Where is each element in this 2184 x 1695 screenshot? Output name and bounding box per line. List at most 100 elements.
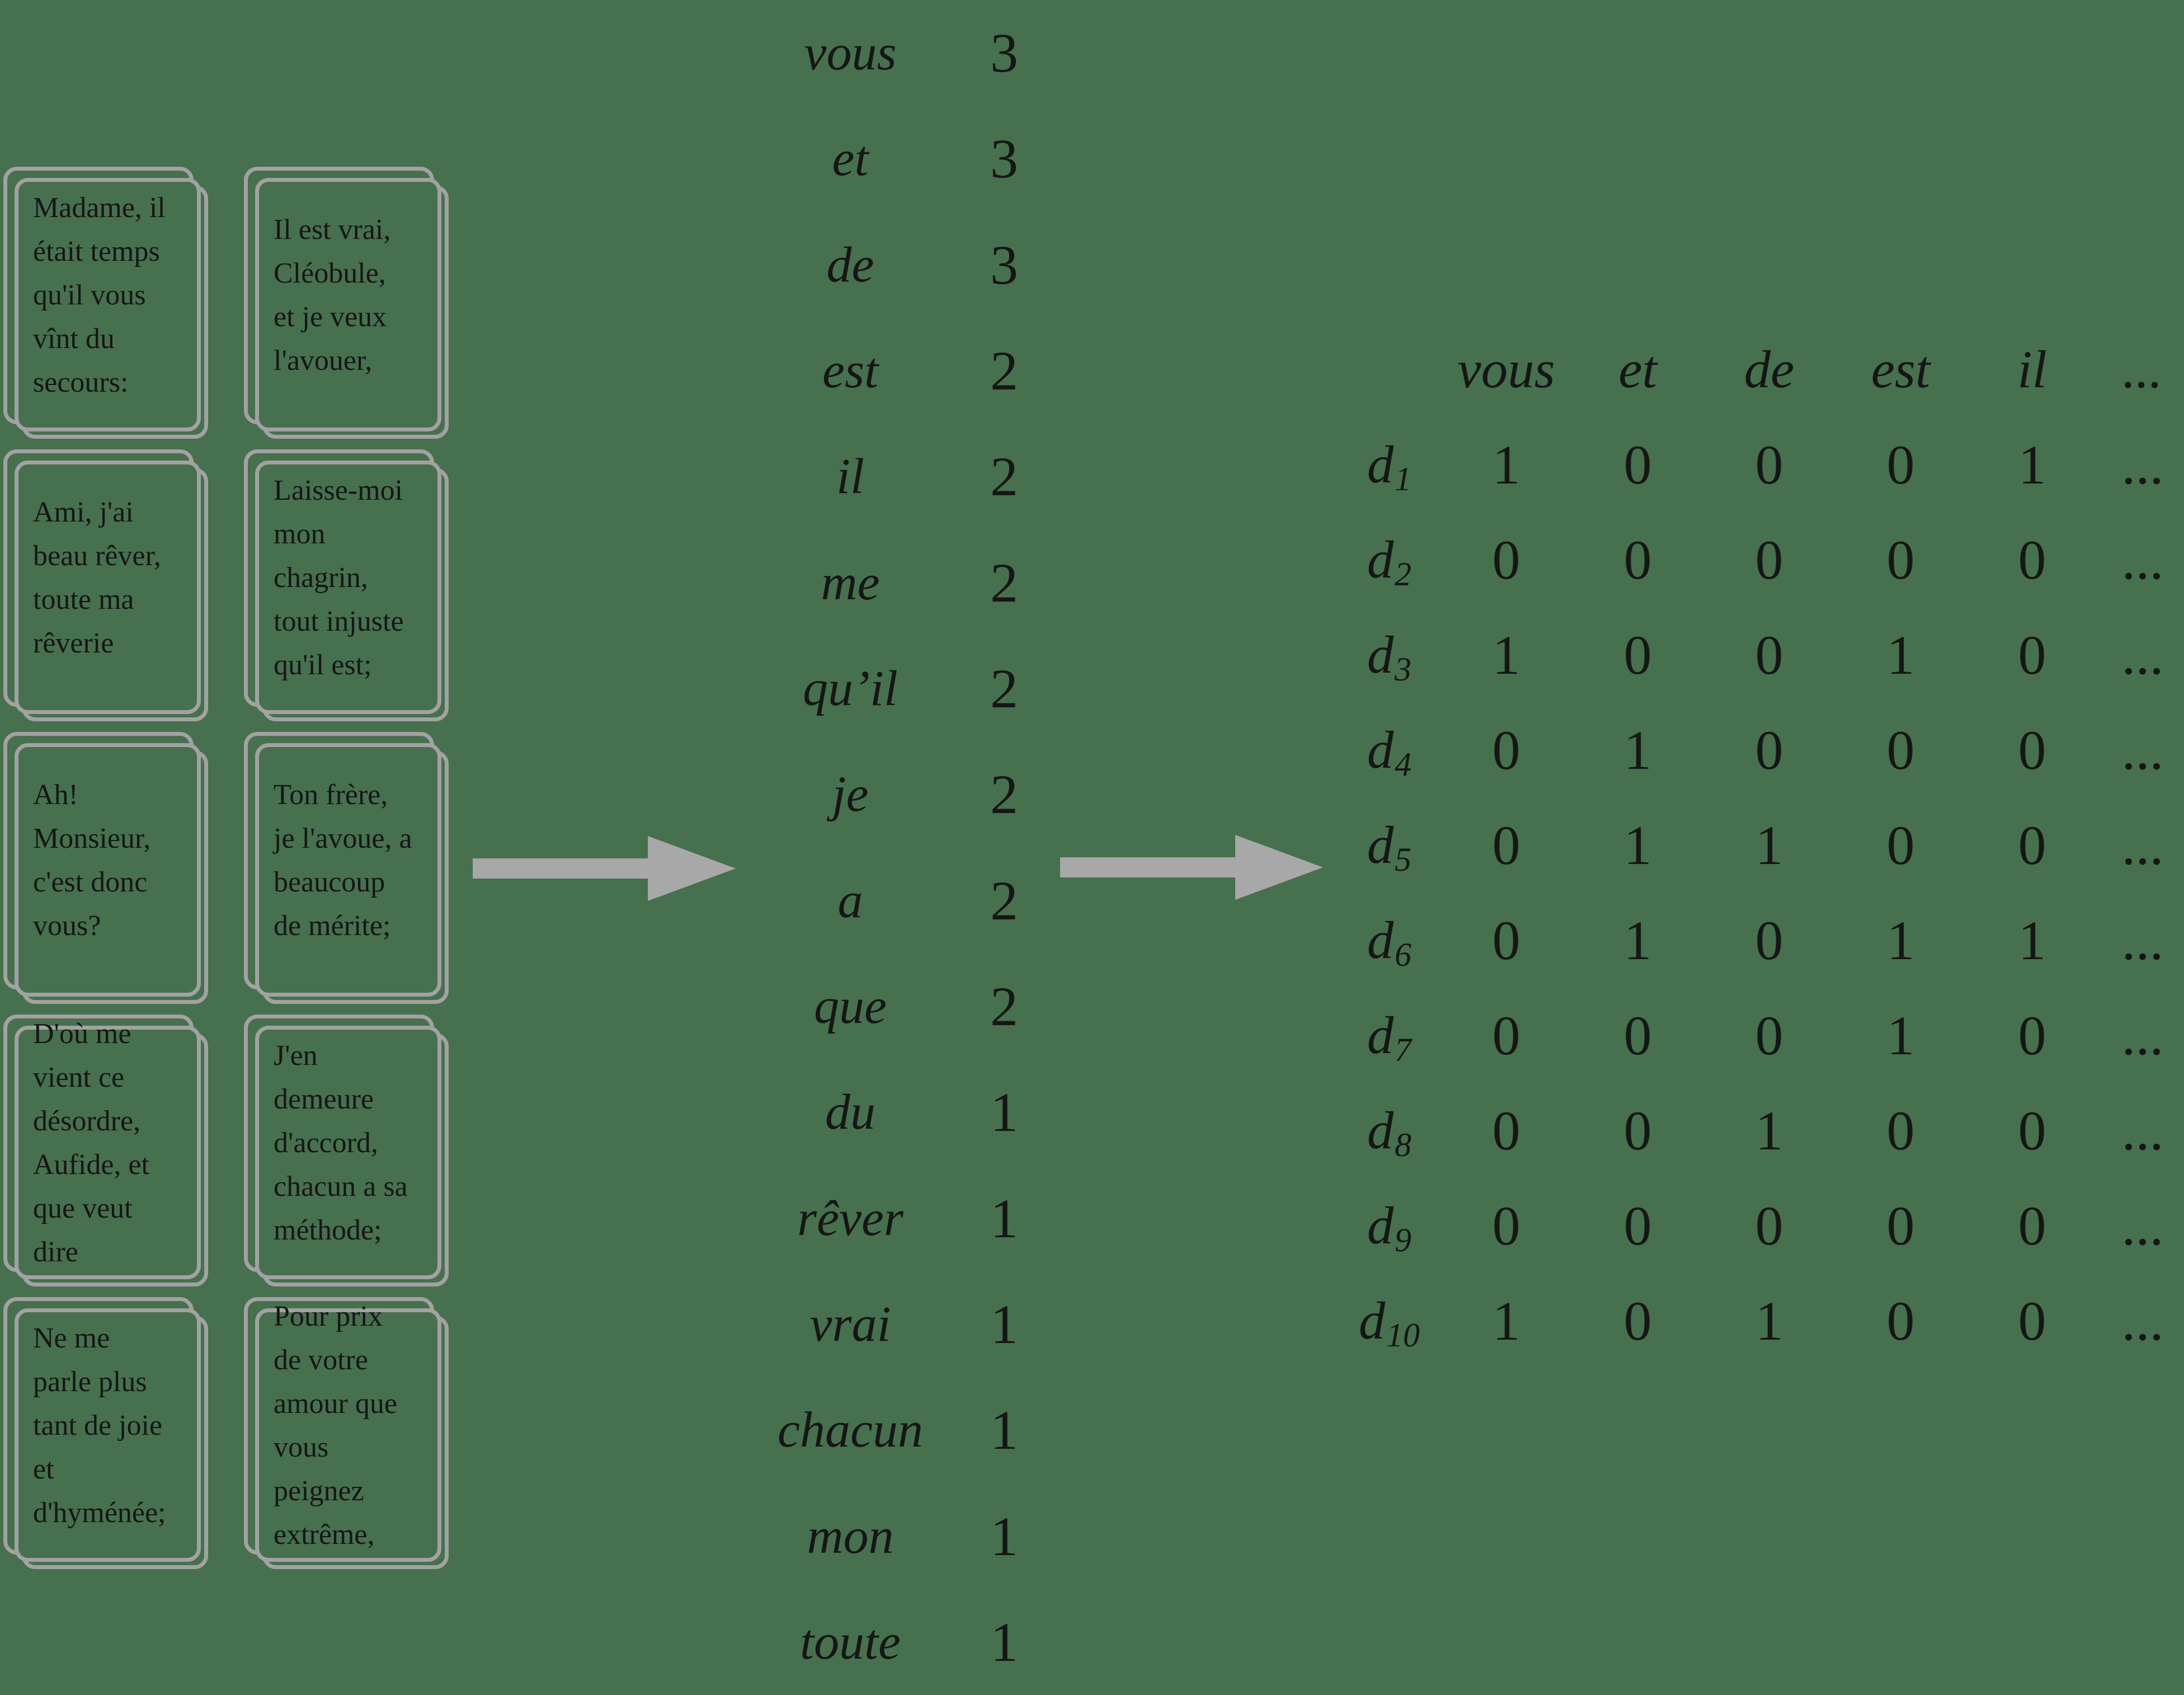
matrix-column-header: il (2017, 340, 2047, 399)
matrix-cell-value: ... (2121, 909, 2164, 971)
word-label: chacun (778, 1402, 923, 1458)
document-card-text: Ton frère, je l'avoue, a beaucoup de mér… (274, 779, 412, 942)
matrix-row-label: d6 (1367, 909, 1411, 973)
matrix-cell-value: 1 (1886, 1004, 1915, 1067)
word-count-row: du 1 (744, 1059, 1085, 1165)
document-card: Ami, j'ai beau rêver, toute ma rêverie (3, 449, 208, 721)
word-count-row: chacun 1 (744, 1377, 1085, 1483)
matrix-cell-value: 0 (1623, 1289, 1652, 1352)
matrix-cell-value: 0 (1623, 528, 1652, 591)
document-card-text: Laisse-moi mon chagrin, tout injuste qu'… (274, 475, 404, 681)
word-count-row: vrai 1 (744, 1271, 1085, 1377)
matrix-column-header: est (1871, 340, 1931, 399)
word-count-row: je 2 (744, 741, 1085, 847)
matrix-cell-value: ... (2121, 433, 2164, 496)
matrix-row-label: d9 (1367, 1195, 1412, 1259)
matrix-cell-value: 0 (1492, 528, 1521, 591)
matrix-cell-value: 0 (2018, 1194, 2046, 1257)
matrix-cell-value: 1 (1755, 814, 1783, 876)
matrix-cell-value: ... (2121, 623, 2164, 686)
matrix-row-label: d1 (1367, 434, 1412, 498)
document-card-text: D'où me vient ce désordre, Aufide, et qu… (33, 1018, 149, 1268)
word-label: et (832, 131, 869, 187)
matrix-cell-value: 0 (1492, 909, 1521, 971)
word-label: vous (804, 25, 897, 81)
matrix-cell-value: 1 (1755, 1289, 1783, 1352)
word-count-value: 1 (990, 1611, 1018, 1673)
doc-letter: d (1367, 530, 1394, 589)
matrix-cell-value: ... (2121, 814, 2164, 876)
word-count-value: 2 (990, 658, 1018, 720)
matrix-column-header: de (1744, 340, 1795, 399)
word-label: toute (800, 1614, 901, 1670)
word-label: du (825, 1084, 876, 1140)
word-label: il (836, 449, 864, 505)
matrix-cell-value: 0 (1755, 433, 1783, 496)
word-count-row: toute 1 (744, 1589, 1085, 1695)
document-card: Il est vrai, Cléobule, et je veux l'avou… (244, 167, 449, 439)
matrix-cell-value: 0 (1623, 433, 1652, 496)
matrix-cell-value: 0 (1623, 1194, 1652, 1257)
matrix-cell-value: 1 (1623, 909, 1652, 971)
matrix-cell-value: 1 (2018, 909, 2046, 971)
doc-index-subscript: 9 (1395, 1222, 1412, 1259)
word-label: de (826, 237, 874, 293)
matrix-cell-value: 0 (1886, 1194, 1915, 1257)
matrix-cell-value: 0 (1492, 719, 1521, 781)
matrix-cell-value: ... (2121, 719, 2164, 781)
doc-index-subscript: 1 (1395, 461, 1412, 498)
doc-letter: d (1367, 1006, 1394, 1065)
word-count-row: que 2 (744, 954, 1085, 1059)
matrix-row-label: d4 (1367, 719, 1412, 783)
matrix-cell-value: 0 (1492, 1004, 1521, 1067)
matrix-cell-value: 0 (2018, 814, 2046, 876)
documents-panel: Madame, il était temps qu'il vous vînt d… (3, 167, 449, 1569)
document-card: Ah! Monsieur, c'est donc vous? (3, 732, 208, 1004)
matrix-cell-value: 1 (1755, 1099, 1783, 1162)
doc-letter: d (1367, 720, 1394, 780)
matrix-row-label: d2 (1367, 529, 1411, 593)
word-count-value: 2 (990, 551, 1018, 614)
word-count-value: 2 (990, 763, 1018, 826)
matrix-cell-value: 0 (1492, 1194, 1521, 1257)
doc-letter: d (1367, 815, 1394, 875)
matrix-cell-value: 0 (1623, 623, 1652, 686)
word-count-row: me 2 (744, 530, 1085, 636)
word-count-row: de 3 (744, 212, 1085, 318)
matrix-cell-value: 1 (1886, 623, 1915, 686)
matrix-cell-value: 0 (2018, 528, 2046, 591)
word-count-row: a 2 (744, 848, 1085, 954)
word-label: je (832, 767, 869, 823)
word-count-value: 2 (990, 869, 1018, 932)
word-count-row: mon 1 (744, 1483, 1085, 1589)
word-label: rêver (797, 1190, 903, 1246)
matrix-row-label: d5 (1367, 814, 1412, 879)
matrix-cell-value: 0 (1755, 909, 1783, 971)
word-count-value: 3 (990, 233, 1018, 296)
matrix-cell-value: 0 (1755, 623, 1783, 686)
doc-letter: d (1367, 435, 1394, 494)
matrix-cell-value: 1 (1492, 623, 1521, 686)
matrix-cell-value: 0 (2018, 1099, 2046, 1162)
matrix-cell-value: 1 (1623, 814, 1652, 876)
matrix-cell-value: 0 (1886, 814, 1915, 876)
doc-index-subscript: 7 (1395, 1031, 1412, 1069)
document-card-text: Ami, j'ai beau rêver, toute ma rêverie (33, 496, 161, 659)
matrix-column-header: et (1618, 340, 1657, 399)
matrix-column-header: ... (2122, 340, 2163, 399)
matrix-cell-value: 0 (1886, 1099, 1915, 1162)
document-card-text: J'en demeure d'accord, chacun a sa métho… (274, 1040, 408, 1246)
word-count-value: 3 (990, 22, 1018, 84)
doc-index-subscript: 4 (1395, 746, 1412, 783)
doc-index-subscript: 5 (1395, 841, 1412, 879)
matrix-cell-value: 0 (1886, 1289, 1915, 1352)
matrix-cell-value: ... (2121, 1004, 2164, 1067)
matrix-cell-value: 0 (1492, 1099, 1521, 1162)
matrix-cell-value: 0 (1886, 528, 1915, 591)
matrix-cell-value: ... (2121, 1289, 2164, 1352)
arrow-right-icon (473, 836, 736, 901)
document-card-text: Il est vrai, Cléobule, et je veux l'avou… (274, 214, 391, 377)
matrix-cell-value: 0 (1492, 814, 1521, 876)
